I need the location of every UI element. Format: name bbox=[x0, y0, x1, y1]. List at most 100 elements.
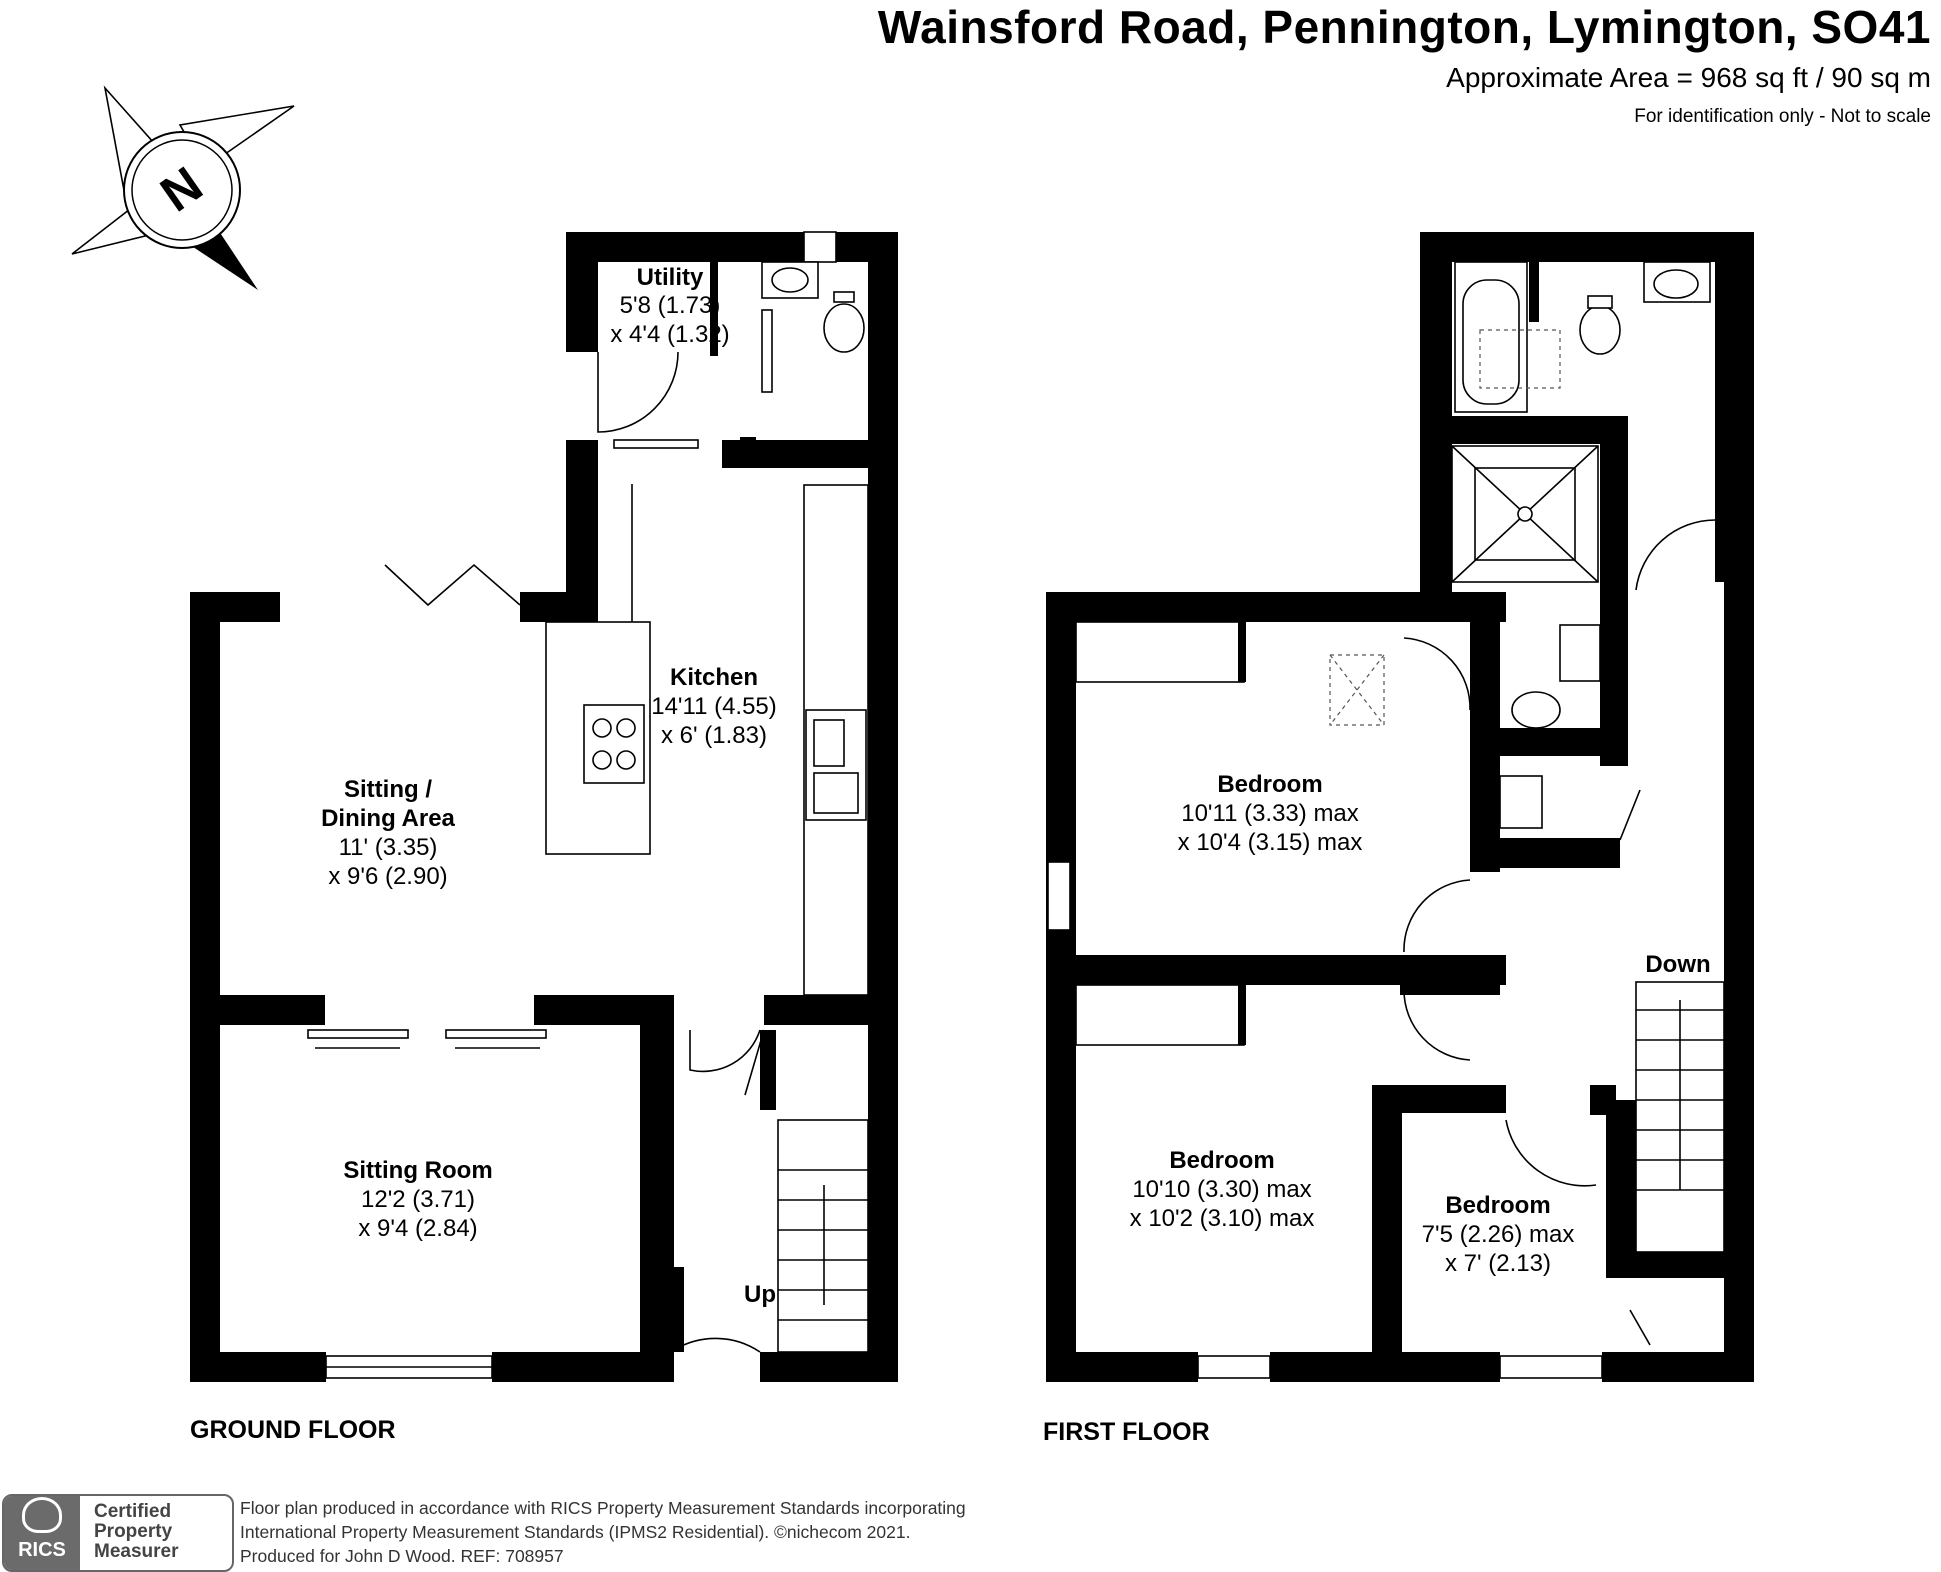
wall bbox=[1238, 622, 1246, 682]
wall bbox=[1529, 262, 1539, 322]
label-kitchen: Kitchen 14'11 (4.55) x 6' (1.83) bbox=[651, 664, 777, 749]
sliding-door bbox=[307, 1029, 409, 1039]
hob-ring bbox=[616, 718, 636, 738]
rics-logo: RICS bbox=[4, 1496, 80, 1570]
footer-line: Floor plan produced in accordance with R… bbox=[240, 1498, 966, 1518]
hob-ring bbox=[616, 750, 636, 770]
stairs-up-label: Up bbox=[744, 1281, 776, 1308]
room-dimension: x 10'4 (3.15) max bbox=[1178, 829, 1363, 856]
approximate-area: Approximate Area = 968 sq ft / 90 sq m bbox=[1446, 62, 1931, 93]
footer-line: Produced for John D Wood. REF: 708957 bbox=[240, 1546, 564, 1566]
wall bbox=[1046, 1352, 1198, 1382]
skylight-line bbox=[1329, 654, 1385, 726]
wall bbox=[1420, 232, 1452, 592]
room-dimension: 14'11 (4.55) bbox=[651, 693, 777, 720]
wall bbox=[566, 232, 804, 262]
label-sitting-room: Sitting Room 12'2 (3.71) x 9'4 (2.84) bbox=[343, 1157, 492, 1242]
toilet bbox=[823, 303, 865, 353]
door-swing bbox=[1403, 879, 1471, 953]
staircase bbox=[777, 1119, 869, 1353]
footer-disclaimer: Floor plan produced in accordance with R… bbox=[240, 1496, 966, 1568]
door-swing bbox=[1635, 519, 1716, 591]
rics-logo-text: RICS bbox=[18, 1539, 66, 1561]
badge-line: Property bbox=[94, 1521, 173, 1542]
wall bbox=[1602, 1352, 1754, 1382]
hob bbox=[583, 704, 645, 784]
wardrobe bbox=[1075, 621, 1245, 683]
footer-line: International Property Measurement Stand… bbox=[240, 1522, 911, 1542]
bifold-door bbox=[384, 563, 521, 607]
hob-ring bbox=[592, 750, 612, 770]
room-name: Dining Area bbox=[321, 805, 455, 832]
wall bbox=[1470, 838, 1620, 868]
wall bbox=[764, 995, 898, 1025]
wall bbox=[1400, 955, 1500, 995]
wall bbox=[1046, 592, 1506, 622]
wardrobe bbox=[1075, 984, 1245, 1046]
skylight-line bbox=[1329, 654, 1385, 726]
hob-ring bbox=[592, 718, 612, 738]
wall bbox=[1046, 592, 1076, 1382]
cupboard-fixture bbox=[1499, 775, 1543, 829]
room-dimension: 5'8 (1.73) bbox=[620, 292, 721, 319]
wall bbox=[520, 592, 598, 622]
wall bbox=[640, 1020, 674, 1360]
label-bedroom-2: Bedroom 10'10 (3.30) max x 10'2 (3.10) m… bbox=[1130, 1147, 1315, 1232]
bathtub-basin bbox=[1462, 279, 1520, 405]
stairs-down-label: Down bbox=[1645, 951, 1710, 978]
room-dimension: x 9'6 (2.90) bbox=[328, 863, 447, 890]
ground-floor-walls bbox=[190, 232, 898, 1382]
basin bbox=[1559, 624, 1601, 682]
wall bbox=[674, 1267, 684, 1352]
door-leaf bbox=[1629, 1309, 1651, 1346]
wall bbox=[1420, 232, 1754, 262]
shower-drain bbox=[1517, 506, 1533, 522]
first-floor-label: FIRST FLOOR bbox=[1043, 1418, 1210, 1446]
label-bedroom-1: Bedroom 10'11 (3.33) max x 10'4 (3.15) m… bbox=[1178, 771, 1363, 856]
rics-badge: RICS Certified Property Measurer bbox=[2, 1494, 234, 1572]
wall bbox=[1372, 1085, 1402, 1382]
toilet-cistern bbox=[833, 291, 855, 303]
plan-title: Wainsford Road, Pennington, Lymington, S… bbox=[877, 1, 1931, 53]
wall bbox=[740, 437, 756, 453]
wall bbox=[1606, 1252, 1754, 1278]
wall bbox=[760, 1352, 898, 1382]
sliding-door bbox=[613, 439, 699, 449]
room-name: Sitting / bbox=[344, 776, 432, 803]
utility-sliding-door bbox=[761, 309, 773, 393]
room-dimension: 12'2 (3.71) bbox=[361, 1186, 475, 1213]
first-floor-walls bbox=[1046, 232, 1754, 1382]
door-leaf bbox=[1619, 789, 1641, 841]
wall bbox=[710, 262, 718, 356]
room-dimension: 10'11 (3.33) max bbox=[1181, 800, 1359, 827]
door-swing bbox=[689, 1029, 761, 1073]
room-dimension: x 10'2 (3.10) max bbox=[1130, 1205, 1315, 1232]
room-name: Bedroom bbox=[1445, 1192, 1550, 1219]
wall bbox=[1420, 416, 1628, 444]
wall bbox=[1600, 416, 1628, 766]
room-dimension: x 9'4 (2.84) bbox=[358, 1215, 477, 1242]
window bbox=[803, 231, 837, 263]
wall bbox=[868, 232, 898, 1382]
room-dimension: 10'10 (3.30) max bbox=[1132, 1176, 1311, 1203]
wall bbox=[1606, 1100, 1636, 1278]
wall bbox=[760, 1030, 776, 1110]
door-leaf bbox=[744, 1029, 765, 1096]
sink-bowl bbox=[813, 719, 845, 767]
compass: N bbox=[71, 85, 295, 290]
skylight bbox=[1329, 654, 1385, 726]
compass-ring-inner bbox=[131, 139, 233, 241]
room-dimension: x 7' (2.13) bbox=[1445, 1250, 1551, 1277]
window bbox=[1499, 1355, 1603, 1379]
door-swing bbox=[1505, 1119, 1597, 1187]
wall bbox=[1270, 1352, 1500, 1382]
scale-note: For identification only - Not to scale bbox=[1634, 106, 1931, 127]
ground-floor-label: GROUND FLOOR bbox=[190, 1416, 396, 1444]
room-dimension: 7'5 (2.26) max bbox=[1422, 1221, 1575, 1248]
room-dimension: x 6' (1.83) bbox=[661, 722, 767, 749]
badge-text: Certified Property Measurer bbox=[80, 1496, 179, 1570]
wall bbox=[190, 1352, 326, 1382]
room-dimension: x 4'4 (1.32) bbox=[610, 321, 729, 348]
badge-line: Measurer bbox=[94, 1541, 179, 1562]
